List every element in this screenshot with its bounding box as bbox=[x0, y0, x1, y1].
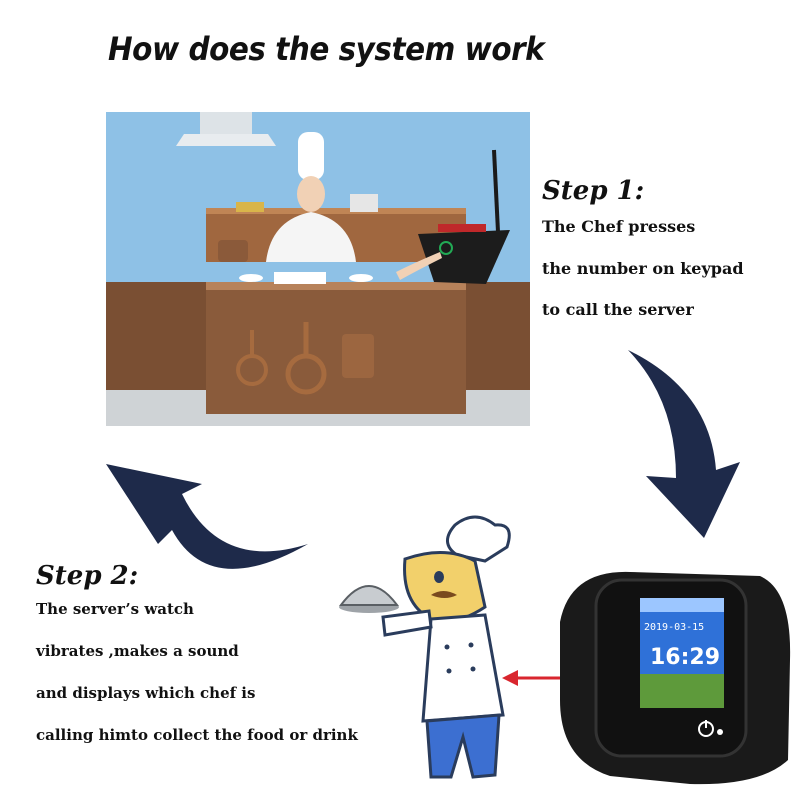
step1-line-3: to call the server bbox=[542, 300, 694, 319]
step2-line-4: calling himto collect the food or drink bbox=[36, 726, 358, 744]
step2-heading: Step 2: bbox=[36, 561, 139, 591]
curved-arrow-icon bbox=[628, 350, 740, 538]
curved-arrow-icon bbox=[106, 464, 308, 569]
step1-heading: Step 1: bbox=[542, 176, 645, 206]
watch-illustration: 2019-03-15 16:29 bbox=[560, 571, 791, 785]
step1-line-2: the number on keypad bbox=[542, 259, 744, 278]
kitchen-illustration bbox=[106, 112, 530, 426]
waiter-illustration bbox=[339, 515, 511, 779]
step2-line-3: and displays which chef is bbox=[36, 684, 256, 702]
watch-time: 16:29 bbox=[650, 645, 720, 670]
step1-line-1: The Chef presses bbox=[542, 217, 696, 236]
step2-line-1: The server’s watch bbox=[36, 600, 194, 618]
watch-date: 2019-03-15 bbox=[644, 622, 704, 633]
page-title: How does the system work bbox=[108, 30, 545, 68]
step2-line-2: vibrates ,makes a sound bbox=[36, 642, 239, 660]
